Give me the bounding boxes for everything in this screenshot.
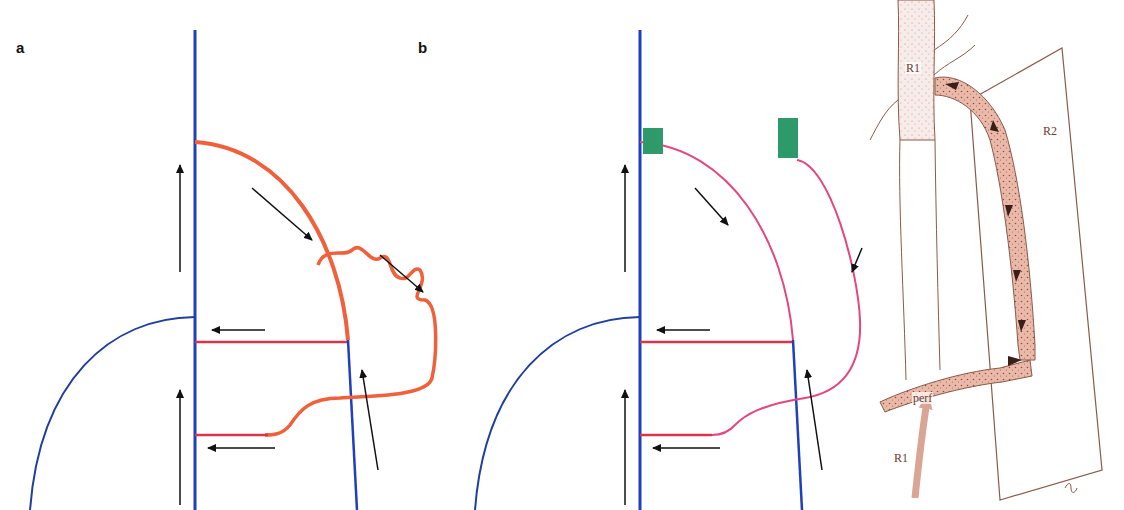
vessel-label: perf	[912, 392, 933, 404]
flap-sketch	[870, 0, 1102, 500]
vessel-label: R1	[905, 62, 921, 74]
panel-a	[30, 30, 436, 510]
panel-letter: b	[418, 40, 427, 55]
panel-b	[475, 30, 862, 510]
panel-letter: a	[16, 40, 24, 55]
vessel-label: R2	[1042, 125, 1058, 137]
vessel-label: R1	[893, 452, 909, 464]
